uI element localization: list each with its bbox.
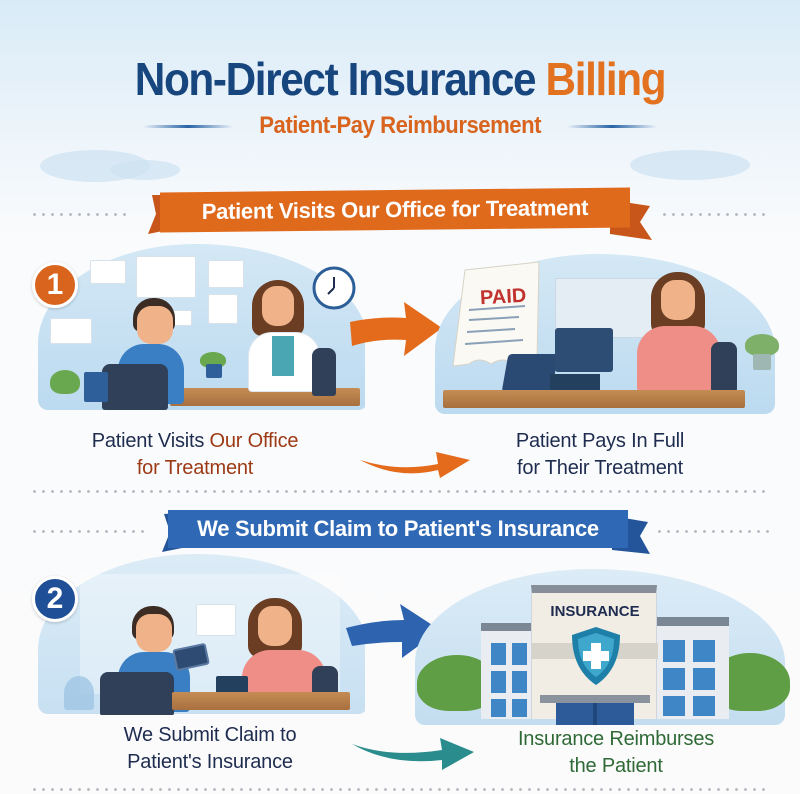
step1-right-caption: Patient Pays In Full for Their Treatment [515,430,685,479]
step2-left-scene: 2 [20,550,365,715]
step2-banner: We Submit Claim to Patient's Insurance [168,510,628,548]
step1-banner-text: Patient Visits Our Office for Treatment [201,194,589,225]
title-accent: Billing [545,53,667,105]
desk [172,692,350,710]
dotted-divider [30,788,770,791]
swoosh-divider-left [142,124,233,128]
step2-number-badge: 2 [32,576,78,622]
arrow-right-orange-icon [350,302,442,356]
building-sign: INSURANCE [550,603,640,620]
swoosh-divider-right [567,124,658,128]
building-left-wing [481,623,537,719]
step1-left-scene: 1 [20,240,365,410]
step1-banner: Patient Visits Our Office for Treatment [160,187,630,233]
arrow-right-blue-icon [346,604,440,658]
desk [443,390,745,408]
cashier-figure [637,326,721,392]
computer-monitor [555,328,613,372]
step2-right-scene: INSURANCE [405,555,790,725]
page-title: Non-Direct Insurance Billing [32,52,768,106]
step2-left-caption: We Submit Claim to Patient's Insurance [123,724,297,773]
dotted-divider [30,213,130,216]
shield-medical-cross-icon [572,627,620,685]
title-primary: Non-Direct Insurance [134,53,537,105]
step1-number-badge: 1 [32,262,78,308]
cloud-decoration [630,150,750,180]
page-subtitle: Patient-Pay Reimbursement [259,112,541,139]
step1-right-scene: PAID [415,250,785,415]
curved-arrow-orange-icon [360,452,470,478]
paid-stamp: PAID [479,284,527,310]
building-right-wing [651,617,729,719]
curved-arrow-teal-icon [352,738,474,770]
cloud-decoration [110,160,180,180]
building-tower: INSURANCE [531,585,658,725]
dotted-divider [30,530,150,533]
step2-right-caption: Insurance Reimburses the Patient [517,728,715,777]
subtitle-row: Patient-Pay Reimbursement [0,112,800,140]
wall-clock-icon [312,266,356,310]
dotted-divider [655,530,770,533]
dotted-divider [660,213,770,216]
dotted-divider [30,490,770,493]
step1-left-caption: Patient Visits Our Office for Treatment [91,430,299,479]
step2-banner-text: We Submit Claim to Patient's Insurance [197,516,599,541]
